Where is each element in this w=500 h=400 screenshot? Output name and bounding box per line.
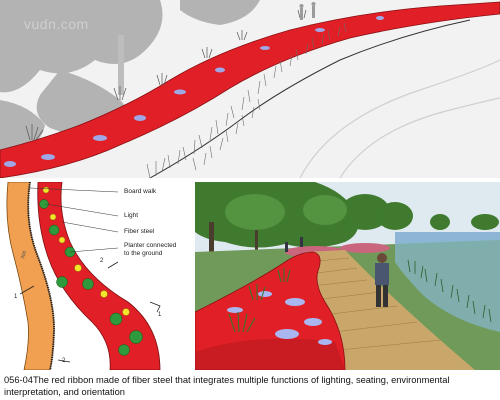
section-marks	[19, 261, 161, 363]
perspective-render-panel	[195, 182, 500, 370]
people-silhouettes	[299, 2, 316, 20]
label-board-walk: Board walk	[124, 188, 157, 195]
figure-caption: 056-04The red ribbon made of fiber steel…	[4, 374, 496, 398]
plan-diagram-panel: Board walk Light Fiber steel Planter con…	[0, 182, 190, 370]
caption-text: The red ribbon made of fiber steel that …	[4, 375, 450, 397]
leader-lines	[29, 187, 119, 253]
label-fiber-steel: Fiber steel	[124, 228, 155, 235]
label-light: Light	[124, 212, 139, 219]
top-render-panel: vudn.com	[0, 0, 500, 178]
boardwalk-deck	[305, 250, 475, 370]
grass-tufts	[25, 9, 307, 141]
label-planter: Planter connected to the ground	[124, 242, 177, 257]
perspective-render	[195, 182, 500, 370]
walking-person	[375, 253, 389, 307]
section-mark-1b: 1	[158, 312, 162, 318]
section-mark-1a: 1	[14, 294, 18, 300]
distant-people	[285, 237, 303, 252]
boardwalk-band	[6, 182, 55, 370]
bench-planters	[228, 268, 291, 333]
plan-diagram	[6, 182, 161, 370]
ribbon-light-openings	[4, 16, 384, 167]
red-ribbon-plan	[37, 182, 161, 370]
watermark-text: vudn.com	[24, 16, 89, 32]
light-markers	[42, 186, 130, 316]
tree-trunk	[118, 35, 124, 95]
grass-band	[146, 22, 347, 178]
bench-openings	[227, 291, 332, 345]
section-mark-2b: 2	[62, 358, 66, 364]
caption-code: 056-04	[4, 375, 33, 385]
planter-markers	[39, 199, 143, 356]
section-mark-2a: 2	[100, 258, 104, 264]
wetland-grasses	[407, 259, 492, 323]
ribbon-sketch-render	[0, 0, 500, 178]
